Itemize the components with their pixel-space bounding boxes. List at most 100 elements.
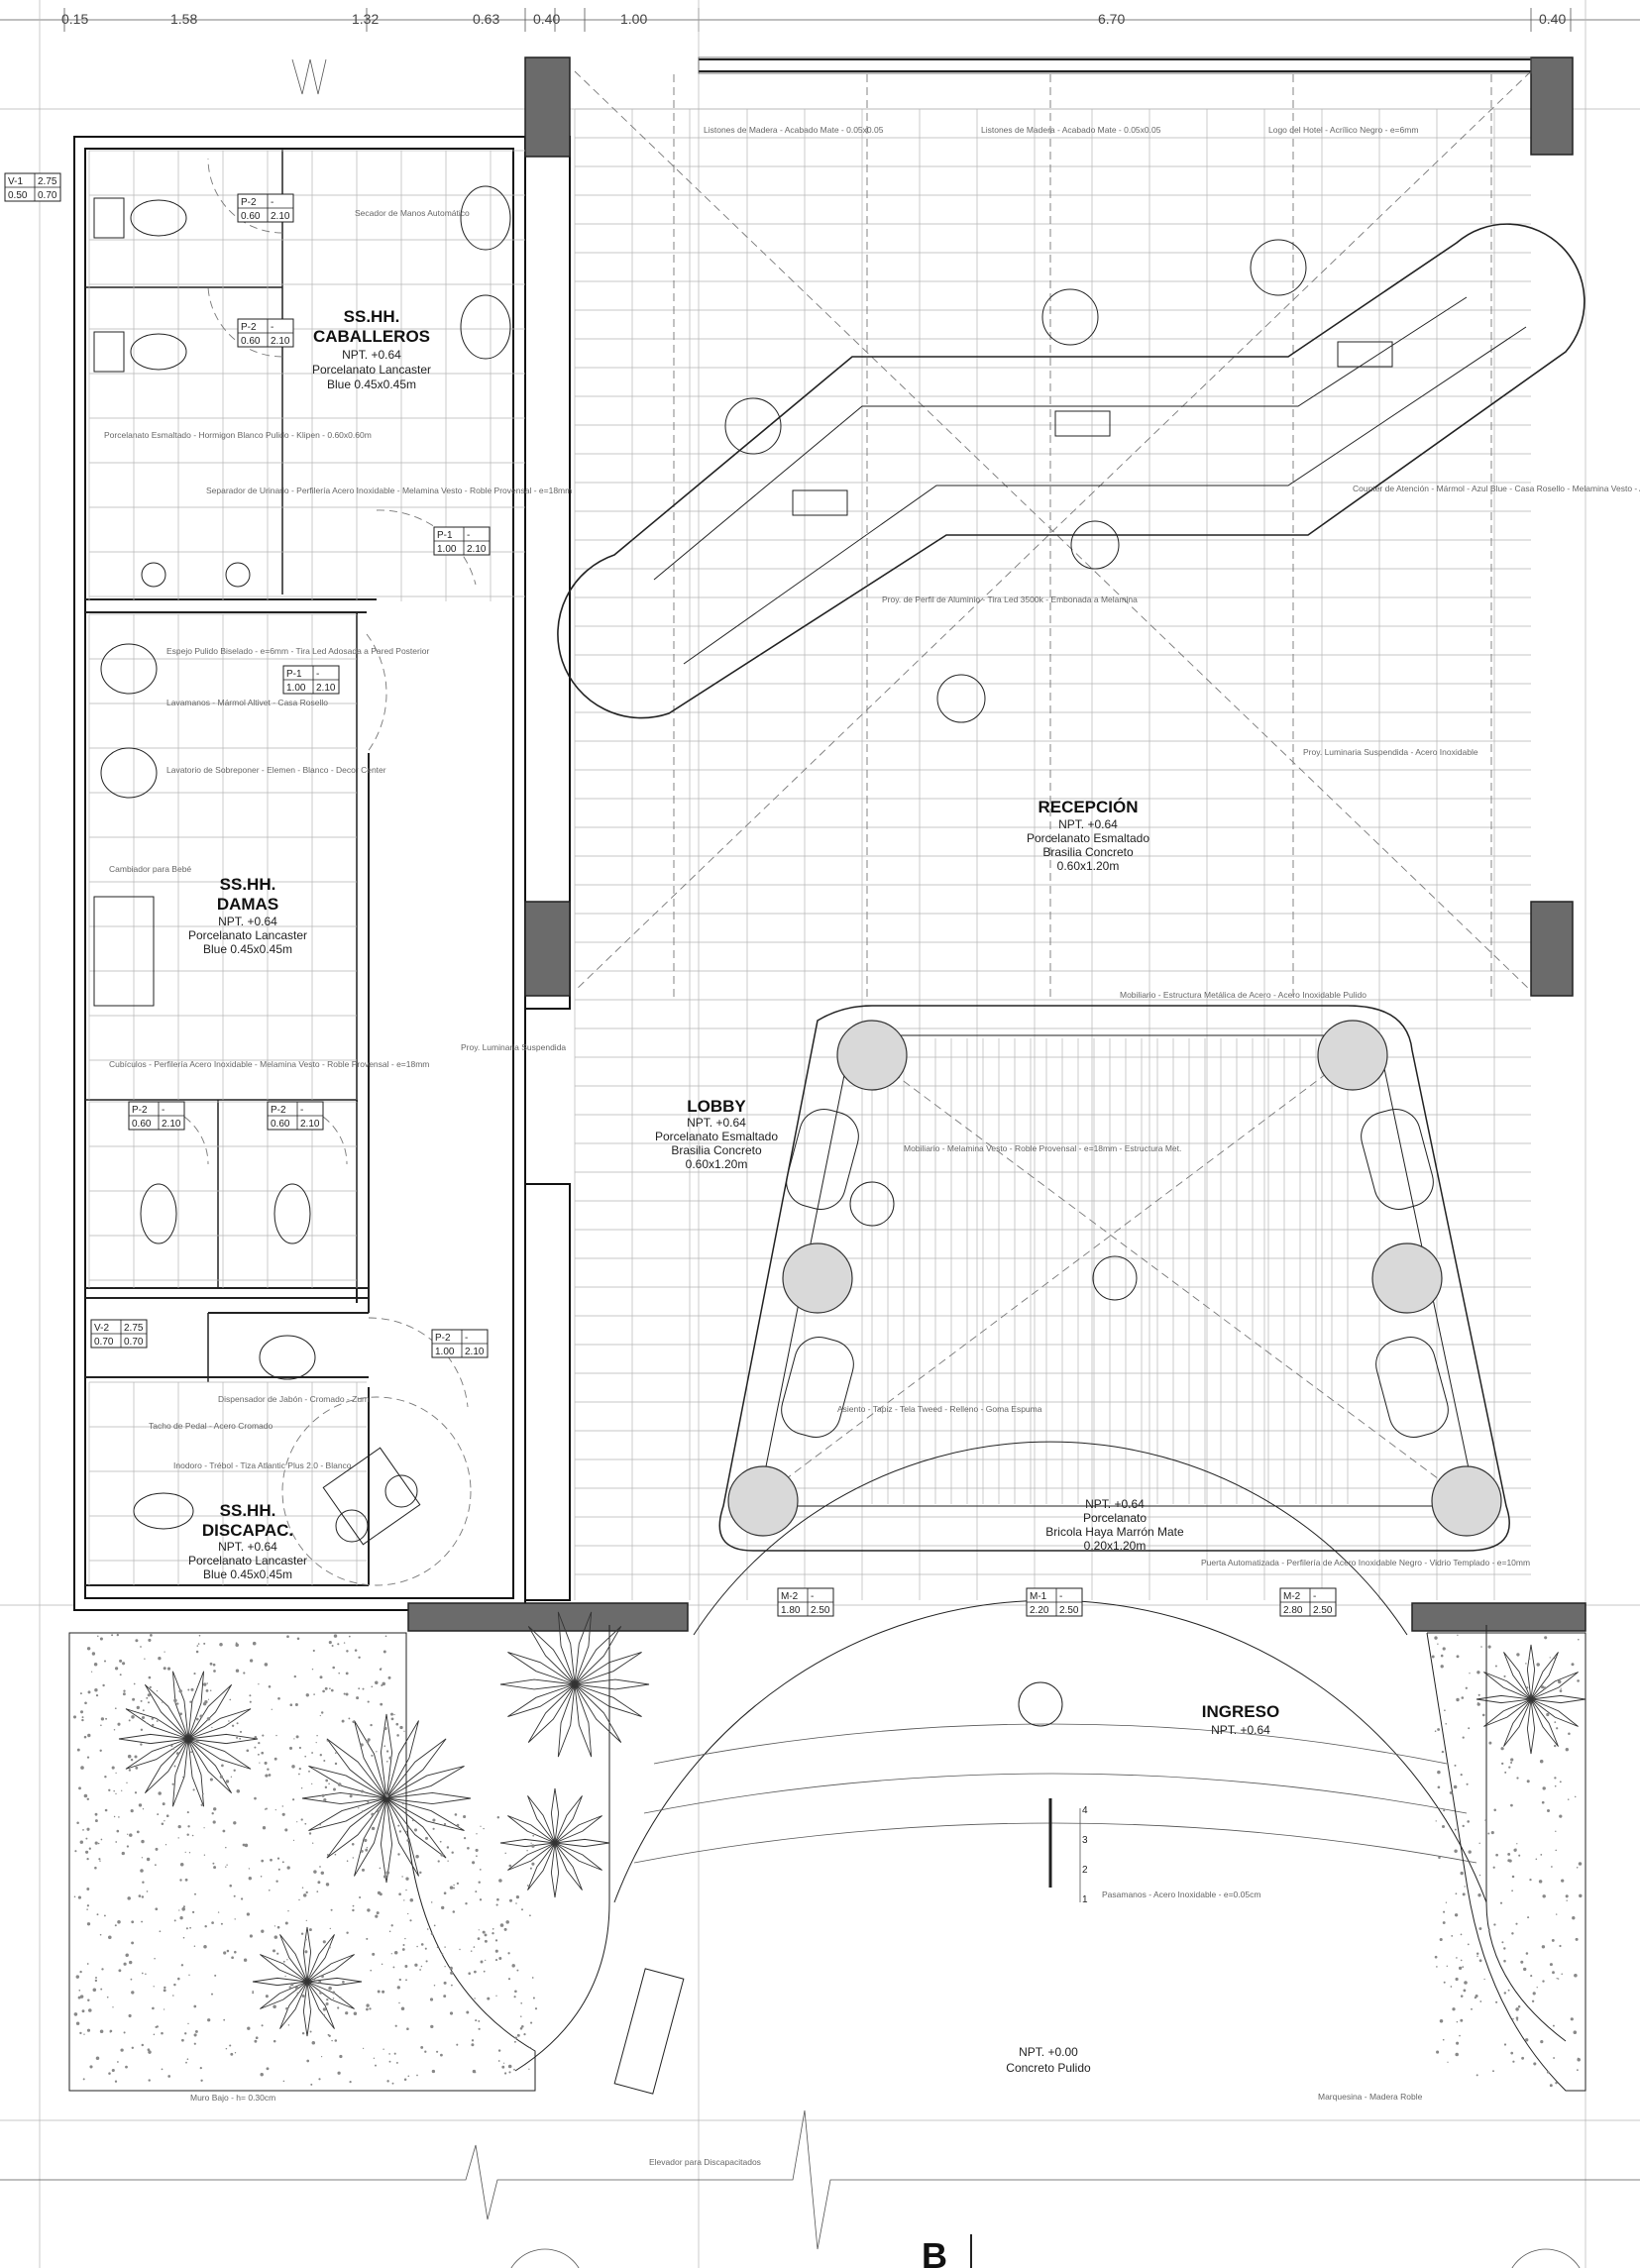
- gravel-speck: [385, 1871, 390, 1875]
- gravel-speck: [367, 1700, 370, 1703]
- gravel-speck: [213, 1670, 216, 1673]
- gravel-speck: [451, 1851, 454, 1854]
- gravel-speck: [196, 1645, 199, 1647]
- gravel-speck: [161, 1822, 164, 1826]
- room-title: LOBBY: [687, 1097, 746, 1116]
- gravel-speck: [1494, 1665, 1497, 1668]
- door-tag-width: 1.80: [781, 1605, 801, 1616]
- toilet-icon: [93, 331, 187, 373]
- gravel-speck: [219, 1775, 223, 1779]
- gravel-speck: [1460, 1933, 1463, 1936]
- gravel-speck: [520, 2015, 522, 2017]
- gravel-speck: [239, 1737, 242, 1740]
- gravel-speck: [219, 1643, 223, 1647]
- note: Counter de Atención - Mármol - Azul Blue…: [1353, 484, 1640, 493]
- door-tag-height: -: [162, 1105, 164, 1116]
- gravel-speck: [495, 1995, 497, 1997]
- gravel-speck: [204, 1924, 207, 1928]
- gravel-speck: [1513, 1848, 1517, 1852]
- gravel-speck: [1500, 1747, 1504, 1751]
- gravel-speck: [78, 1786, 81, 1790]
- gravel-speck: [123, 1689, 126, 1692]
- gravel-speck: [274, 1808, 276, 1811]
- gravel-speck: [210, 1993, 214, 1996]
- gravel-speck: [200, 2079, 203, 2082]
- door-tag-width: 0.60: [271, 1119, 290, 1130]
- gravel-speck: [513, 2040, 516, 2043]
- gravel-speck: [252, 1641, 257, 1646]
- gravel-speck: [305, 1890, 308, 1894]
- gravel-speck: [1512, 2060, 1515, 2063]
- gravel-speck: [158, 1791, 162, 1795]
- gravel-speck: [367, 1738, 371, 1742]
- gravel-speck: [479, 1869, 482, 1871]
- gravel-speck: [96, 1913, 99, 1916]
- gravel-speck: [281, 1812, 285, 1816]
- note: Tacho de Pedal - Acero Cromado: [149, 1421, 273, 1431]
- gravel-speck: [156, 2025, 159, 2028]
- gravel-speck: [1476, 1952, 1479, 1956]
- gravel-speck: [443, 1981, 447, 1985]
- dim-7: 6.70: [1098, 11, 1125, 27]
- room-finish: 0.20x1.20m: [1084, 1539, 1147, 1553]
- gravel-speck: [296, 1637, 300, 1641]
- step-number: 4: [1082, 1805, 1088, 1816]
- gravel-speck: [420, 1943, 424, 1946]
- gravel-speck: [409, 1919, 412, 1922]
- gravel-speck: [436, 2050, 439, 2053]
- gravel-speck: [296, 1992, 299, 1995]
- room-finish: Concreto Pulido: [1006, 2061, 1091, 2075]
- note: Lavatorio de Sobreponer - Elemen - Blanc…: [166, 765, 386, 775]
- gravel-speck: [352, 1720, 355, 1723]
- plant-icon: [1476, 1644, 1586, 1755]
- break-lines: [0, 2109, 1640, 2268]
- gravel-speck: [298, 1746, 301, 1750]
- gravel-speck: [520, 2001, 523, 2004]
- gravel-speck: [175, 1752, 179, 1756]
- gravel-speck: [182, 1905, 185, 1908]
- gravel-speck: [88, 2008, 92, 2012]
- gravel-speck: [144, 1658, 146, 1660]
- gravel-speck: [83, 2033, 85, 2035]
- door-tag-code: V-2: [94, 1323, 109, 1334]
- gravel-speck: [1551, 1938, 1555, 1942]
- gravel-speck: [104, 1808, 108, 1812]
- gravel-speck: [1510, 1758, 1514, 1762]
- gravel-speck: [483, 1827, 485, 1830]
- room-finish: 0.60x1.20m: [1057, 859, 1120, 873]
- gravel-speck: [1556, 1978, 1558, 1980]
- gravel-speck: [141, 2043, 145, 2047]
- gravel-speck: [1516, 1653, 1520, 1657]
- gravel-speck: [113, 1789, 115, 1792]
- gravel-speck: [1464, 1981, 1468, 1985]
- gravel-speck: [1446, 1965, 1449, 1968]
- gravel-speck: [476, 1855, 478, 1858]
- gravel-speck: [141, 1857, 144, 1859]
- gravel-speck: [424, 2050, 427, 2053]
- gravel-speck: [163, 1667, 166, 1671]
- gravel-speck: [301, 1887, 304, 1889]
- gravel-speck: [95, 1693, 99, 1697]
- gravel-speck: [94, 1812, 98, 1816]
- gravel-speck: [233, 1894, 236, 1897]
- gravel-speck: [304, 1950, 308, 1954]
- gravel-speck: [152, 2006, 155, 2010]
- gravel-speck: [1460, 2018, 1464, 2022]
- gravel-speck: [293, 1674, 296, 1678]
- gravel-speck: [1461, 1696, 1465, 1699]
- gravel-speck: [1492, 2070, 1494, 2073]
- gravel-speck: [1454, 1828, 1457, 1831]
- gravel-speck: [1481, 1713, 1485, 1717]
- gravel-speck: [1434, 1730, 1437, 1732]
- gravel-speck: [187, 2022, 189, 2025]
- gravel-speck: [1431, 1655, 1435, 1659]
- door-tag-height: 2.75: [38, 176, 57, 187]
- gravel-speck: [513, 1996, 516, 1998]
- gravel-speck: [292, 1839, 295, 1842]
- gravel-speck: [262, 1826, 267, 1830]
- gravel-speck: [1509, 2017, 1511, 2019]
